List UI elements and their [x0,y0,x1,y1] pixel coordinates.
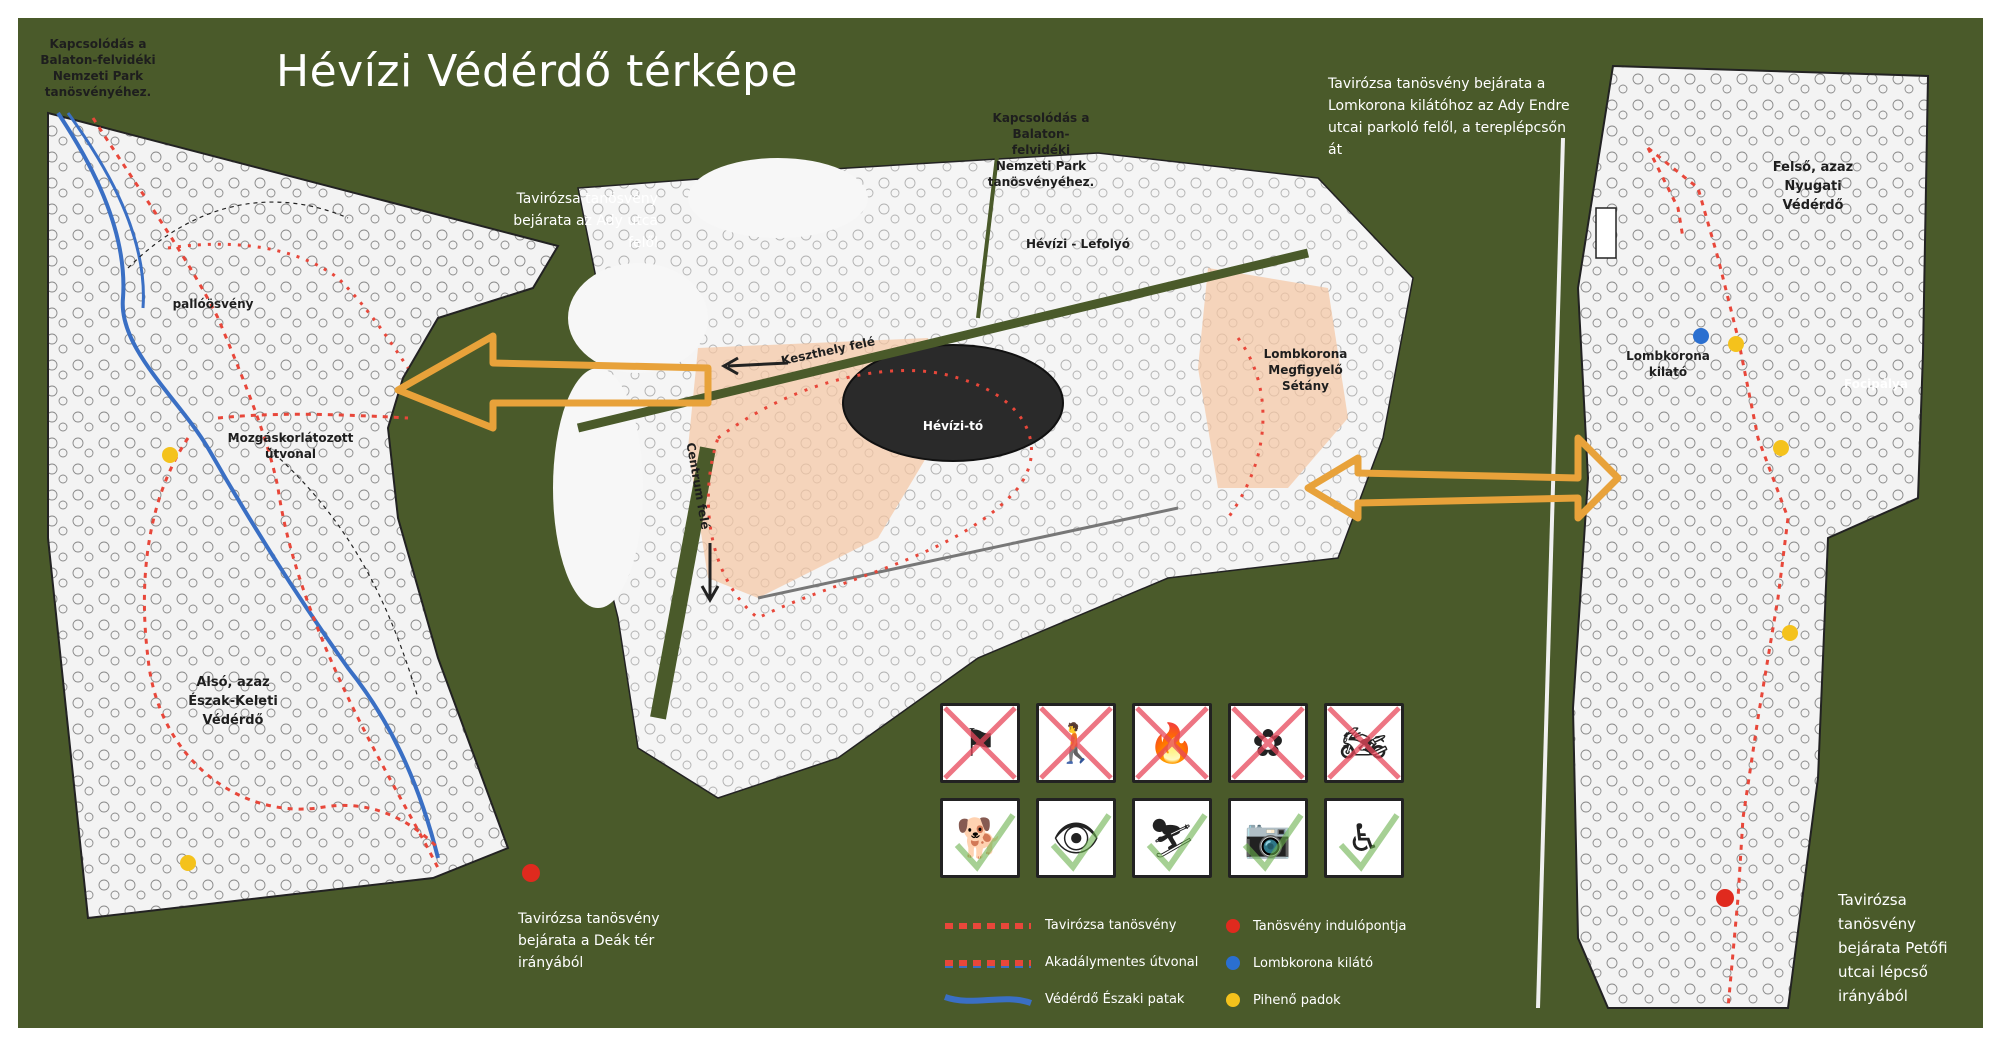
forbidden-walker: 🚶 [1036,703,1116,783]
legend-label: Lombkorona kilátó [1253,955,1374,971]
bench-marker [1728,336,1744,352]
allowed-dog-walking: 🐕 [940,798,1020,878]
bench-marker [1773,440,1789,456]
entrance-note-petofi: Tavirózsa tanösvény bejárata Petőfi utca… [1838,891,1948,1005]
page-title: Hévízi Védérdő térképe [276,46,799,97]
signpost-icon: ⚑ [962,721,998,765]
entrance-note-ady-street: Tavirózsa tanösvény bejárata az Ady utca… [513,191,658,251]
walker-icon: 🚶 [1052,720,1100,765]
forbidden-campfire: 🔥 [1132,703,1212,783]
trail-start-marker [522,864,540,882]
dog-walking-icon: 🐕 [956,815,1004,860]
canopy-lookout-marker [1693,328,1709,344]
legend-item: Tavirózsa tanösvény [943,918,1176,933]
lower-forest-label: Alsó, azaz Észak-Keleti Védérdő [188,675,278,728]
legend-label: Tavirózsa tanösvény [1045,918,1177,933]
boardwalk-label: pallóösvény [172,297,254,311]
entrance-note-ady-parking: Tavirózsa tanösvény bejárata a Lomkorona… [1328,76,1570,158]
legend-item: Védérdő Északi patak [943,992,1184,1007]
bench-marker [180,855,196,871]
legend-label: Védérdő Északi patak [1045,992,1185,1007]
trail-start-marker [1716,889,1734,907]
accessible-line-swatch [945,959,1031,968]
accessible-route-label: Mozgáskorlátozott útvonal [227,431,354,461]
heviz-outflow-label: Hévízi - Lefolyó [1026,237,1130,251]
heviz-lake [842,344,1064,462]
binoculars-icon: 👁 [1051,815,1101,860]
trail-line-swatch [945,922,1031,929]
heviz-lake-label: Hévízi-tó [922,419,984,433]
canopy-walk-label: Lombkorona Megfigyelő Sétány [1263,347,1348,393]
np-link-center-label: Kapcsolódás a Balaton-felvidéki Nemzeti … [987,111,1095,189]
legend-label: Akadálymentes útvonal [1045,955,1199,970]
arrow-to-upper-forest [1304,434,1622,522]
lookout-swatch [1226,956,1240,970]
camera-icon: 📷 [1244,815,1292,860]
forbidden-flower-picking: ✿ [1228,703,1308,783]
legend-label: Tanösvény indulópontja [1253,918,1407,934]
legend-item: Akadálymentes útvonal [943,955,1198,970]
legend-item: Pihenő padok [1225,992,1341,1008]
allowed-wheelchair: ♿ [1324,798,1404,878]
start-point-swatch [1226,919,1240,933]
canopy-lookout-label: Lombkorona kilató [1626,349,1710,379]
allowed-photography: 📷 [1228,798,1308,878]
allowed-nordic-walking: ⛷ [1132,798,1212,878]
left-trail [91,117,440,869]
motorbike-icon: 🏍 [1339,720,1389,765]
forbidden-motorbike: 🏍 [1324,703,1404,783]
arrow-to-lower-forest [394,332,712,432]
legend-item: Lombkorona kilátó [1225,955,1373,971]
flower-picking-icon: ✿ [1252,721,1284,765]
bench-marker [1782,625,1798,641]
campfire-icon: 🔥 [1148,720,1196,765]
upper-forest-label: Felső, azaz Nyugati Védérdő [1772,160,1854,213]
map-drawing [47,64,1930,1009]
legend-item: Tanösvény indulópontja [1225,918,1407,934]
entrance-note-deak-square: Tavirózsa tanösvény bejárata a Deák tér … [518,911,660,971]
legend-label: Pihenő padok [1253,992,1341,1008]
football-field-label: Focipálya [1844,377,1908,391]
wheelchair-icon: ♿ [1346,816,1382,860]
forbidden-signpost: ⚑ [940,703,1020,783]
nordic-walking-icon: ⛷ [1147,815,1197,860]
stream-line-swatch [943,993,1033,1006]
bench-marker [162,447,178,463]
map-board: Hévízi Védérdő térképe Kapcsolódás a Bal… [18,18,1983,1028]
np-link-left-label: Kapcsolódás a Balaton-felvidéki Nemzeti … [40,37,156,99]
bench-swatch [1226,993,1240,1007]
allowed-birdwatching: 👁 [1036,798,1116,878]
right-trail [1647,146,1790,1009]
north-stream [56,111,440,859]
